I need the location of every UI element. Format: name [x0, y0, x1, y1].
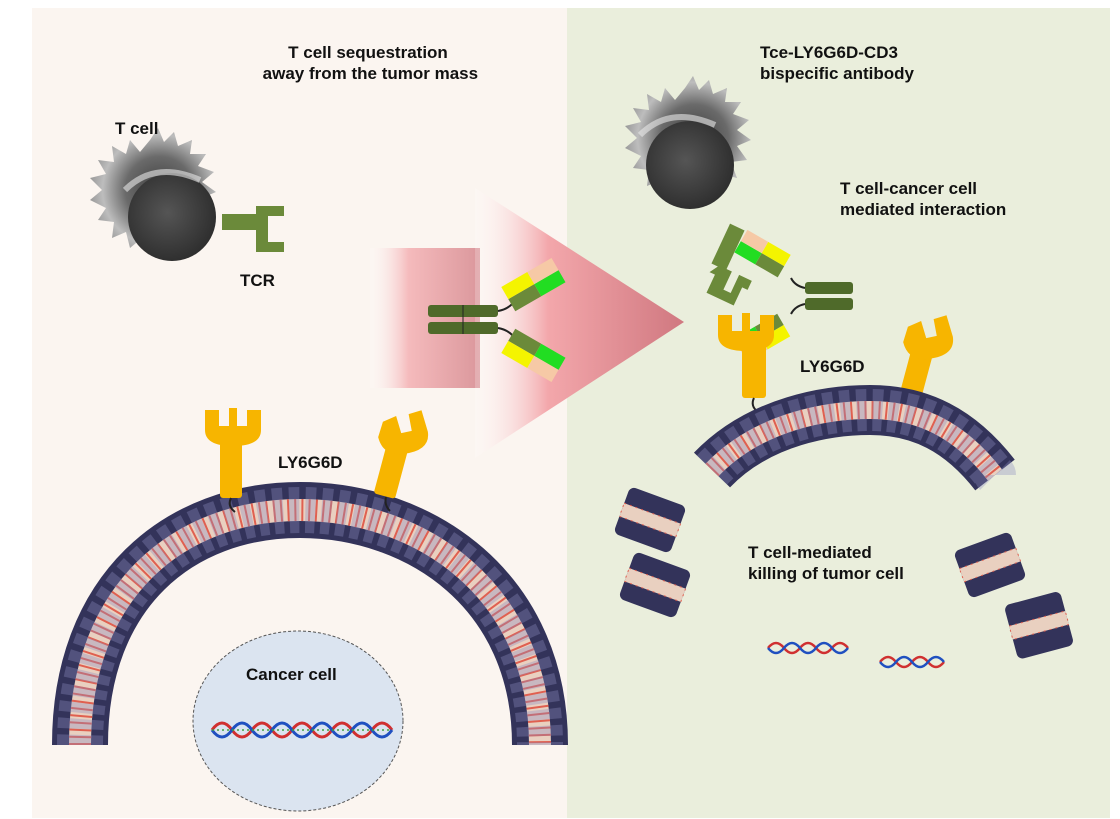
dna-fragment-1: [767, 641, 849, 655]
tcr-receptor-right: [706, 223, 752, 306]
cancer-cell-membrane-right: [693, 384, 1015, 491]
nucleus-left: [192, 630, 404, 812]
membrane-fragment-4: [1005, 592, 1073, 659]
ly6g6d-receptor-right-1: [718, 313, 774, 413]
tcr-label: TCR: [240, 271, 275, 290]
cancer-cell-label: Cancer cell: [246, 665, 337, 684]
cancer-cell-membrane-left: [52, 481, 568, 746]
tcr-receptor-left: [222, 206, 284, 252]
ly6g6d-receptor-left-2: [374, 410, 429, 512]
t-cell-right: [625, 76, 751, 209]
dna-fragment-2: [879, 655, 945, 669]
killing-label: T cell-mediated killing of tumor cell: [748, 543, 904, 583]
membrane-fragment-3: [954, 532, 1026, 598]
dna-helix-left: [210, 721, 394, 739]
interaction-label: T cell-cancer cell mediated interaction: [840, 179, 1007, 219]
membrane-fragment-1: [614, 487, 686, 553]
t-cell-label: T cell: [115, 119, 159, 138]
ly6g6d-receptor-left-1: [205, 408, 261, 513]
ly6g6d-label-left: LY6G6D: [278, 453, 343, 472]
transition-arrow: [370, 188, 684, 458]
ly6g6d-label-right: LY6G6D: [800, 357, 865, 376]
membrane-fragment-2: [619, 552, 691, 618]
left-panel-heading: T cell sequestration away from the tumor…: [262, 43, 479, 83]
bispecific-antibody-free: [428, 257, 566, 383]
antibody-label: Tce-LY6G6D-CD3 bispecific antibody: [760, 43, 914, 83]
t-cell-left: [90, 128, 216, 261]
